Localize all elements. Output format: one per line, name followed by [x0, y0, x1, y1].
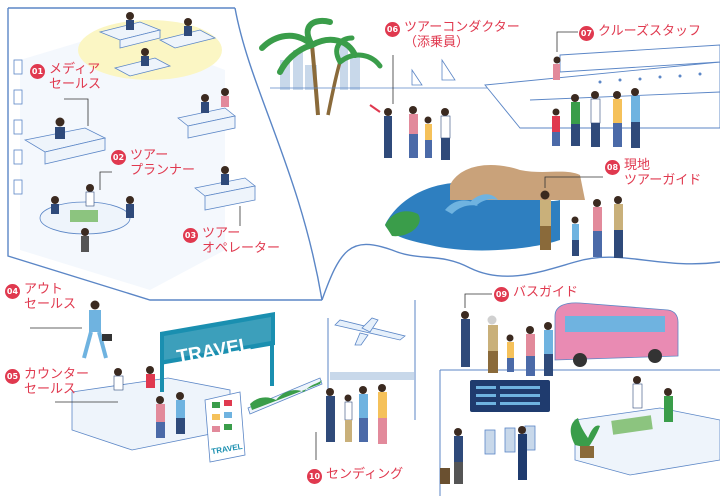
tour-group-people — [369, 104, 451, 160]
label-01-line-2: セールス — [49, 77, 102, 92]
label-tour-operator: 03 ツアー オペレーター — [183, 226, 280, 256]
badge-06: 06 — [385, 22, 400, 37]
label-07-text: クルーズスタッフ — [598, 24, 701, 39]
dolphins — [445, 194, 498, 214]
badge-08: 08 — [605, 160, 620, 175]
label-bus-guide: 09 バスガイド — [494, 285, 578, 302]
label-03-line-2: オペレーター — [202, 241, 281, 256]
label-10-line-1: センディング — [326, 467, 404, 482]
leader-lines — [30, 31, 603, 460]
label-media-sales: 01 メディア セールス — [30, 62, 101, 92]
label-09-text: バスガイド — [513, 285, 578, 300]
ticket-gates — [484, 425, 536, 455]
planner-workers — [201, 88, 229, 185]
planters — [247, 377, 323, 415]
office-windows — [13, 59, 23, 195]
label-02-text: ツアー プランナー — [130, 148, 195, 178]
meeting-people — [51, 184, 134, 252]
airplane — [334, 317, 406, 346]
label-sending: 10 センディング — [307, 467, 403, 484]
label-05-line-2: セールス — [24, 382, 77, 397]
badge-09: 09 — [494, 287, 509, 302]
label-out-sales: 04 アウト セールス — [5, 282, 76, 312]
label-04-text: アウト セールス — [24, 282, 76, 312]
media-sales-desk — [23, 127, 107, 165]
sending-people — [326, 384, 387, 444]
out-sales-person — [82, 300, 112, 359]
badge-02: 02 — [111, 150, 126, 165]
label-03-line-1: ツアー — [202, 226, 241, 241]
label-10-text: センディング — [326, 467, 403, 482]
label-09-line-1: バスガイド — [513, 285, 579, 300]
media-sales-worker — [55, 117, 65, 139]
label-04-line-1: アウト — [24, 282, 64, 297]
label-05-line-1: カウンター — [24, 367, 90, 382]
label-06-text: ツアーコンダクター （添乗員） — [404, 20, 520, 50]
potted-plant — [570, 418, 600, 458]
label-local-tour-guide: 08 現地 ツアーガイド — [605, 158, 701, 188]
meeting-map — [70, 210, 98, 222]
bus-tour-people — [461, 311, 553, 376]
label-tour-planner: 02 ツアー プランナー — [111, 148, 195, 178]
label-02-line-1: ツアー — [130, 148, 169, 163]
departure-board — [470, 380, 550, 412]
counter-booth — [71, 312, 275, 451]
label-02-line-2: プランナー — [130, 163, 196, 178]
sailboats — [411, 58, 456, 86]
badge-10: 10 — [307, 469, 322, 484]
label-01-line-1: メディア — [49, 62, 101, 77]
bus — [554, 302, 679, 367]
label-05-text: カウンター セールス — [24, 367, 89, 397]
cruise-ship — [484, 44, 720, 129]
airport-travellers — [440, 426, 527, 484]
shore-foliage — [385, 211, 420, 237]
brochure-kiosk — [204, 391, 246, 463]
rocks — [450, 165, 585, 200]
guide-group — [540, 190, 623, 258]
counter-people — [113, 366, 185, 438]
info-desk-staff — [632, 376, 673, 422]
badge-03: 03 — [183, 228, 198, 243]
label-tour-conductor: 06 ツアーコンダクター （添乗員） — [385, 20, 520, 50]
island-coastline — [321, 243, 720, 301]
office-workers-top — [126, 12, 192, 66]
label-counter-sales: 05 カウンター セールス — [5, 367, 89, 397]
cruise-crowd — [552, 56, 640, 148]
badge-04: 04 — [5, 284, 20, 299]
info-desk — [574, 407, 720, 476]
badge-05: 05 — [5, 369, 20, 384]
label-01-text: メディア セールス — [49, 62, 101, 92]
label-03-text: ツアー オペレーター — [202, 226, 280, 256]
label-cruise-staff: 07 クルーズスタッフ — [579, 24, 701, 41]
badge-01: 01 — [30, 64, 45, 79]
building-frame — [7, 7, 323, 301]
label-07-line-1: クルーズスタッフ — [598, 24, 701, 39]
label-06-line-1: ツアーコンダクター — [404, 20, 520, 35]
palm-trees — [259, 18, 383, 116]
badge-07: 07 — [579, 26, 594, 41]
ship-portholes — [598, 72, 702, 84]
label-08-line-2: ツアーガイド — [624, 173, 702, 188]
label-06-line-2: （添乗員） — [404, 35, 470, 50]
label-08-line-1: 現地 — [624, 158, 651, 173]
label-08-text: 現地 ツアーガイド — [624, 158, 701, 188]
label-04-line-2: セールス — [24, 297, 77, 312]
